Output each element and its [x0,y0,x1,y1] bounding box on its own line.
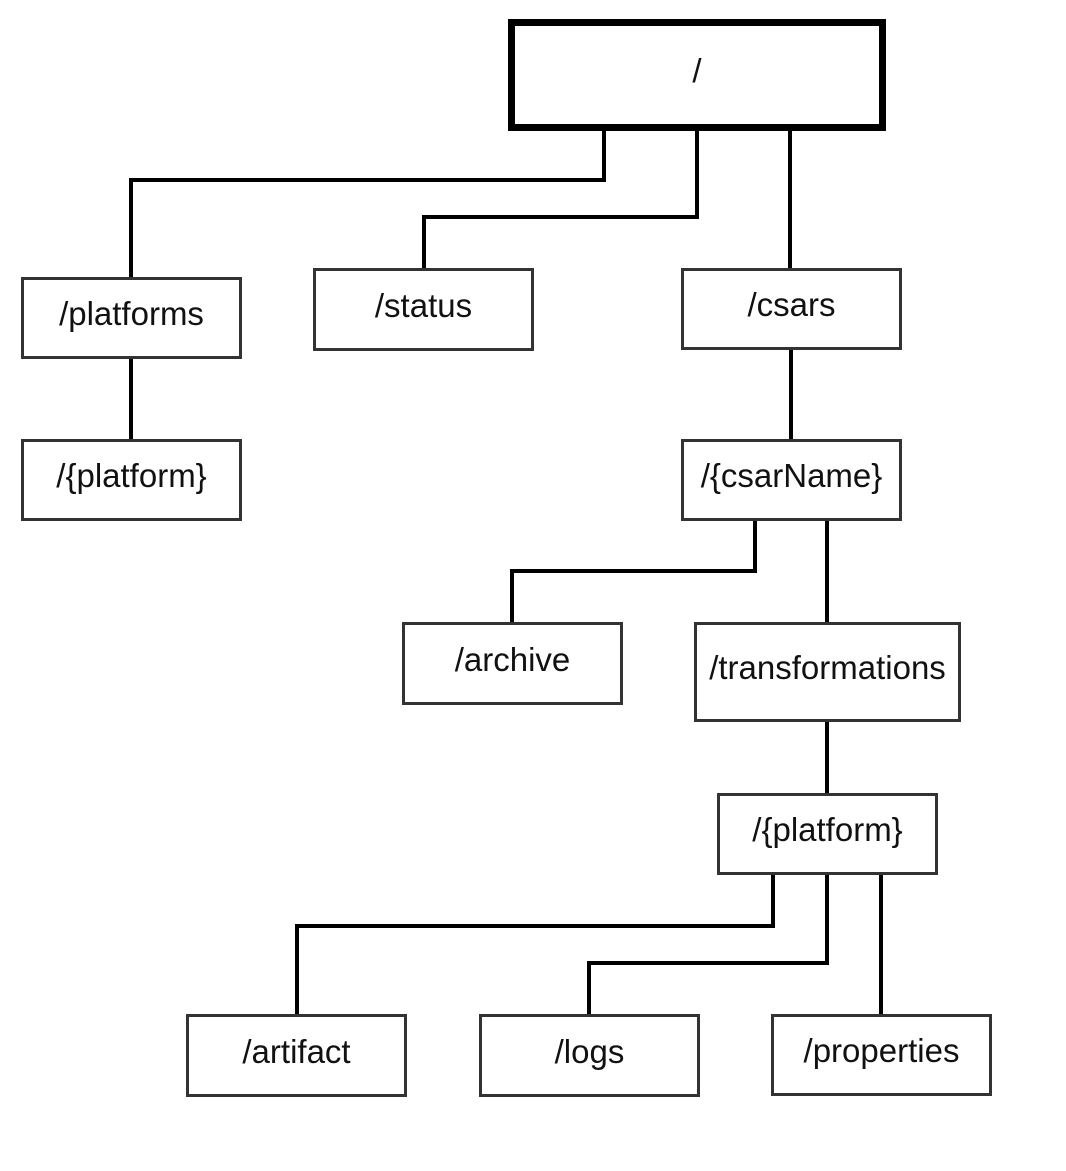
node-platforms: /platforms [21,277,242,359]
edge-csarname-archive [510,519,757,624]
node-platform-right-label: /{platform} [752,811,903,848]
node-csarname: /{csarName} [681,439,902,521]
node-root: / [508,19,886,131]
node-csarname-label: /{csarName} [700,457,883,494]
node-archive: /archive [402,622,623,705]
node-status-label: /status [374,286,473,324]
node-csars-label: /csars [747,286,836,323]
node-csars: /csars [681,268,902,350]
node-properties-label: /properties [803,1032,960,1069]
edge-root-platforms [129,130,606,279]
edge-platform-logs [587,873,829,1016]
node-artifact-label: /artifact [242,1032,351,1070]
node-root-label: / [692,52,702,89]
node-platform-left: /{platform} [21,439,242,521]
node-status: /status [313,268,534,351]
node-logs: /logs [479,1014,700,1097]
node-transformations: /transformations [694,622,961,722]
node-logs-label: /logs [554,1032,625,1070]
node-artifact: /artifact [186,1014,407,1097]
edge-root-status [422,130,699,270]
node-transformations-label: /transformations [709,649,946,686]
edge-platform-artifact [295,873,775,1016]
node-platforms-label: /platforms [59,295,204,332]
node-platform-left-label: /{platform} [56,457,207,494]
node-archive-label: /archive [454,640,571,678]
node-platform-right: /{platform} [717,793,938,875]
node-properties: /properties [771,1014,992,1096]
